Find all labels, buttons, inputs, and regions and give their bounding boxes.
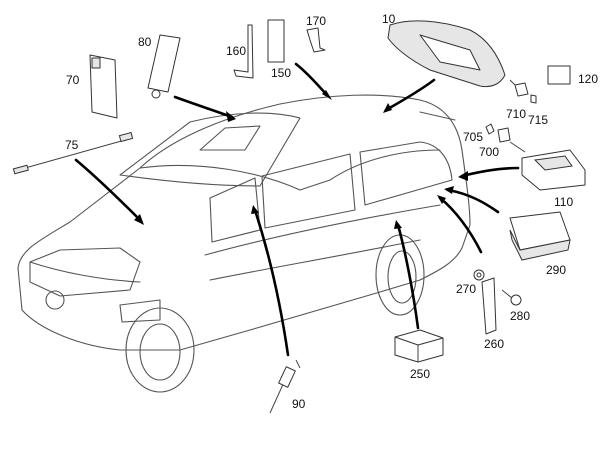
arrowhead-10 — [383, 103, 392, 113]
callout-280: 280 — [510, 309, 531, 323]
callout-290: 290 — [546, 263, 567, 277]
part-110-control-unit — [521, 149, 586, 191]
part-150-relay — [267, 19, 285, 63]
arrow-75 — [74, 158, 142, 222]
callout-700: 700 — [479, 145, 500, 159]
arrow-80 — [173, 95, 234, 119]
part-290-module — [509, 211, 571, 261]
callout-170: 170 — [306, 14, 327, 28]
arrow-290 — [446, 188, 500, 214]
callout-80: 80 — [138, 35, 152, 49]
arrowhead-270 — [437, 195, 446, 204]
part-10-overhead-panel — [387, 20, 506, 88]
arrowhead-80 — [226, 111, 236, 122]
arrow-250 — [396, 223, 420, 330]
leader-arrows — [74, 62, 520, 357]
callout-715: 715 — [528, 113, 549, 127]
arrowhead-150 — [322, 90, 332, 100]
callout-150: 150 — [271, 66, 292, 80]
callout-90: 90 — [292, 397, 306, 411]
part-75-cable — [12, 131, 134, 175]
arrowhead-290 — [444, 186, 454, 194]
part-710-715 — [509, 79, 537, 104]
arrow-150 — [294, 62, 330, 98]
callout-160: 160 — [226, 44, 247, 58]
arrow-110 — [460, 166, 520, 178]
arrowhead-90 — [251, 205, 259, 214]
callout-70: 70 — [66, 73, 80, 87]
arrowhead-110 — [458, 171, 468, 181]
part-700-705 — [485, 123, 526, 153]
part-70-bracket — [89, 54, 118, 119]
part-170-clip — [306, 27, 326, 53]
arrowhead-75 — [134, 214, 144, 225]
callout-705: 705 — [463, 130, 484, 144]
callout-75: 75 — [65, 138, 79, 152]
part-280-bolt — [501, 289, 522, 306]
arrowhead-250 — [394, 220, 402, 229]
arrow-90 — [253, 208, 290, 357]
part-250-box — [394, 329, 444, 363]
callout-110: 110 — [554, 195, 574, 209]
part-270-grommet — [473, 269, 485, 281]
callout-710: 710 — [506, 107, 527, 121]
callout-120: 120 — [578, 72, 599, 86]
part-80-holder — [147, 34, 181, 99]
vehicle-outline — [17, 94, 471, 393]
part-160-bracket — [233, 24, 254, 79]
callout-260: 260 — [484, 337, 505, 351]
callout-270: 270 — [456, 282, 477, 296]
arrow-270 — [438, 196, 483, 254]
part-260-holder — [481, 277, 497, 335]
part-120-connector — [547, 65, 571, 85]
part-90-connector — [269, 359, 301, 414]
callout-10: 10 — [382, 12, 396, 26]
callout-250: 250 — [410, 367, 431, 381]
arrow-10 — [384, 78, 436, 112]
